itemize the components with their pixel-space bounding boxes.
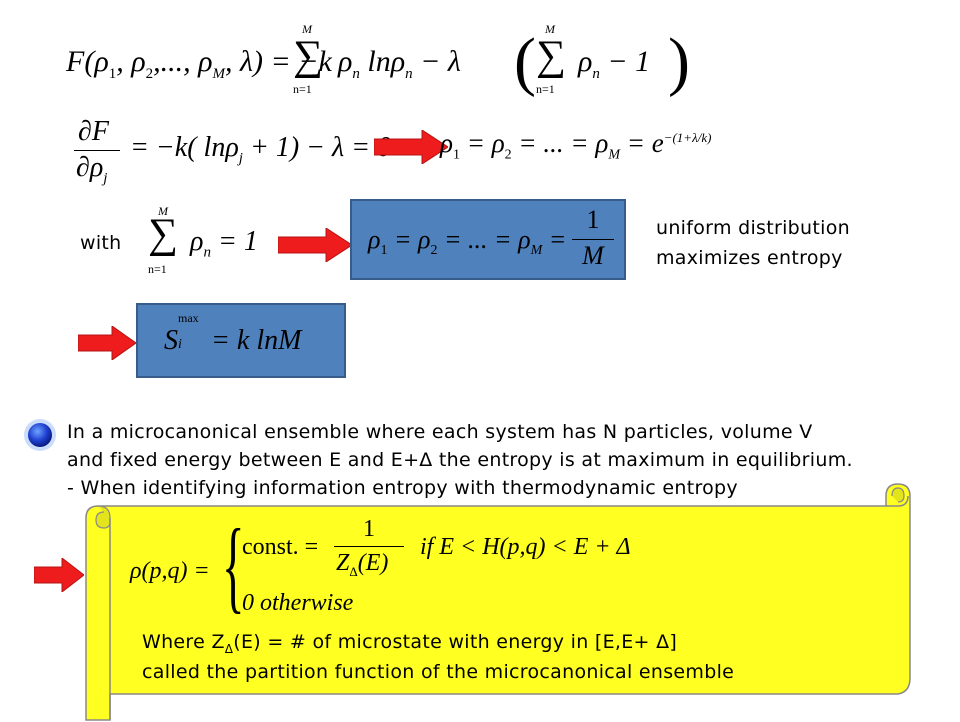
equation-derivative: ∂F ∂ρj = −k( lnρj + 1) − λ = 0 — [74, 116, 392, 187]
arrow-right-icon — [78, 326, 136, 360]
with-label: with — [80, 232, 122, 254]
bullet-icon — [24, 419, 56, 451]
equation-equal-rho: ρ1 = ρ2 = ... = ρM = e−(1+λ/k) — [440, 128, 712, 163]
paragraph-line2: and fixed energy between E and E+Δ the e… — [67, 449, 853, 471]
equation-microcanonical-density: ρ(p,q) = { const. = 1 ZΔ(E) if E < H(p,q… — [130, 508, 631, 623]
scroll-caption-line1: Where ZΔ(E) = # of microstate with energ… — [142, 631, 678, 656]
uniform-note-line1: uniform distribution — [656, 217, 850, 239]
uniform-note-line2: maximizes entropy — [656, 247, 843, 269]
scroll-caption-line2: called the partition function of the mic… — [142, 661, 735, 683]
paragraph-line1: In a microcanonical ensemble where each … — [67, 421, 813, 443]
paragraph-line3: - When identifying information entropy w… — [67, 477, 738, 499]
uniform-distribution-box: ρ1 = ρ2 = ... = ρM = 1 M — [350, 199, 626, 280]
arrow-right-icon — [34, 558, 84, 592]
arrow-right-icon — [374, 130, 448, 164]
equation-constraint: M ∑ n=1 ρn = 1 — [148, 204, 258, 276]
arrow-right-icon — [278, 228, 352, 262]
scroll-shape — [85, 483, 911, 721]
